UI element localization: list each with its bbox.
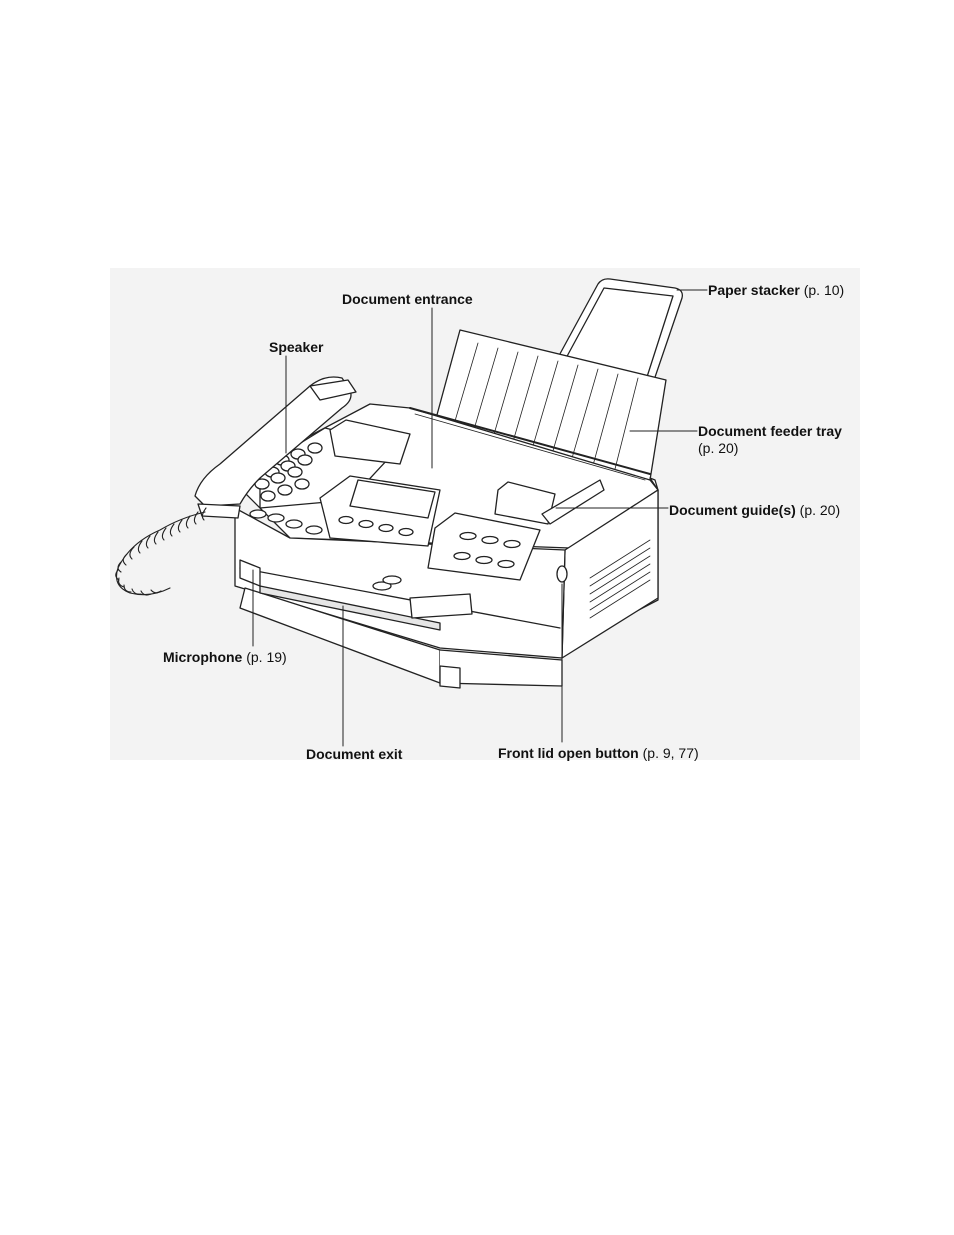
label-document-exit-name: Document exit (306, 746, 402, 762)
front-lid-button-drawing (557, 566, 567, 582)
label-document-entrance-name: Document entrance (342, 291, 473, 307)
label-paper-stacker: Paper stacker (p. 10) (708, 282, 844, 299)
label-document-guides-ref: (p. 20) (800, 502, 840, 518)
label-microphone-ref: (p. 19) (246, 649, 286, 665)
label-front-lid-open-button: Front lid open button (p. 9, 77) (498, 745, 699, 762)
label-speaker-name: Speaker (269, 339, 323, 355)
label-speaker: Speaker (269, 339, 323, 356)
label-document-feeder-tray-name: Document feeder tray (698, 423, 842, 439)
label-document-exit: Document exit (306, 746, 402, 763)
label-front-lid-open-button-ref: (p. 9, 77) (643, 745, 699, 761)
handset-cord-drawing (116, 508, 206, 595)
label-document-feeder-tray-ref: (p. 20) (698, 440, 738, 456)
label-paper-stacker-ref: (p. 10) (804, 282, 844, 298)
label-document-guides: Document guide(s) (p. 20) (669, 502, 840, 519)
label-front-lid-open-button-name: Front lid open button (498, 745, 639, 761)
label-microphone: Microphone (p. 19) (163, 649, 287, 666)
label-document-feeder-tray: Document feeder tray (p. 20) (698, 423, 842, 457)
label-paper-stacker-name: Paper stacker (708, 282, 800, 298)
label-document-entrance: Document entrance (342, 291, 473, 308)
label-microphone-name: Microphone (163, 649, 242, 665)
label-document-guides-name: Document guide(s) (669, 502, 796, 518)
